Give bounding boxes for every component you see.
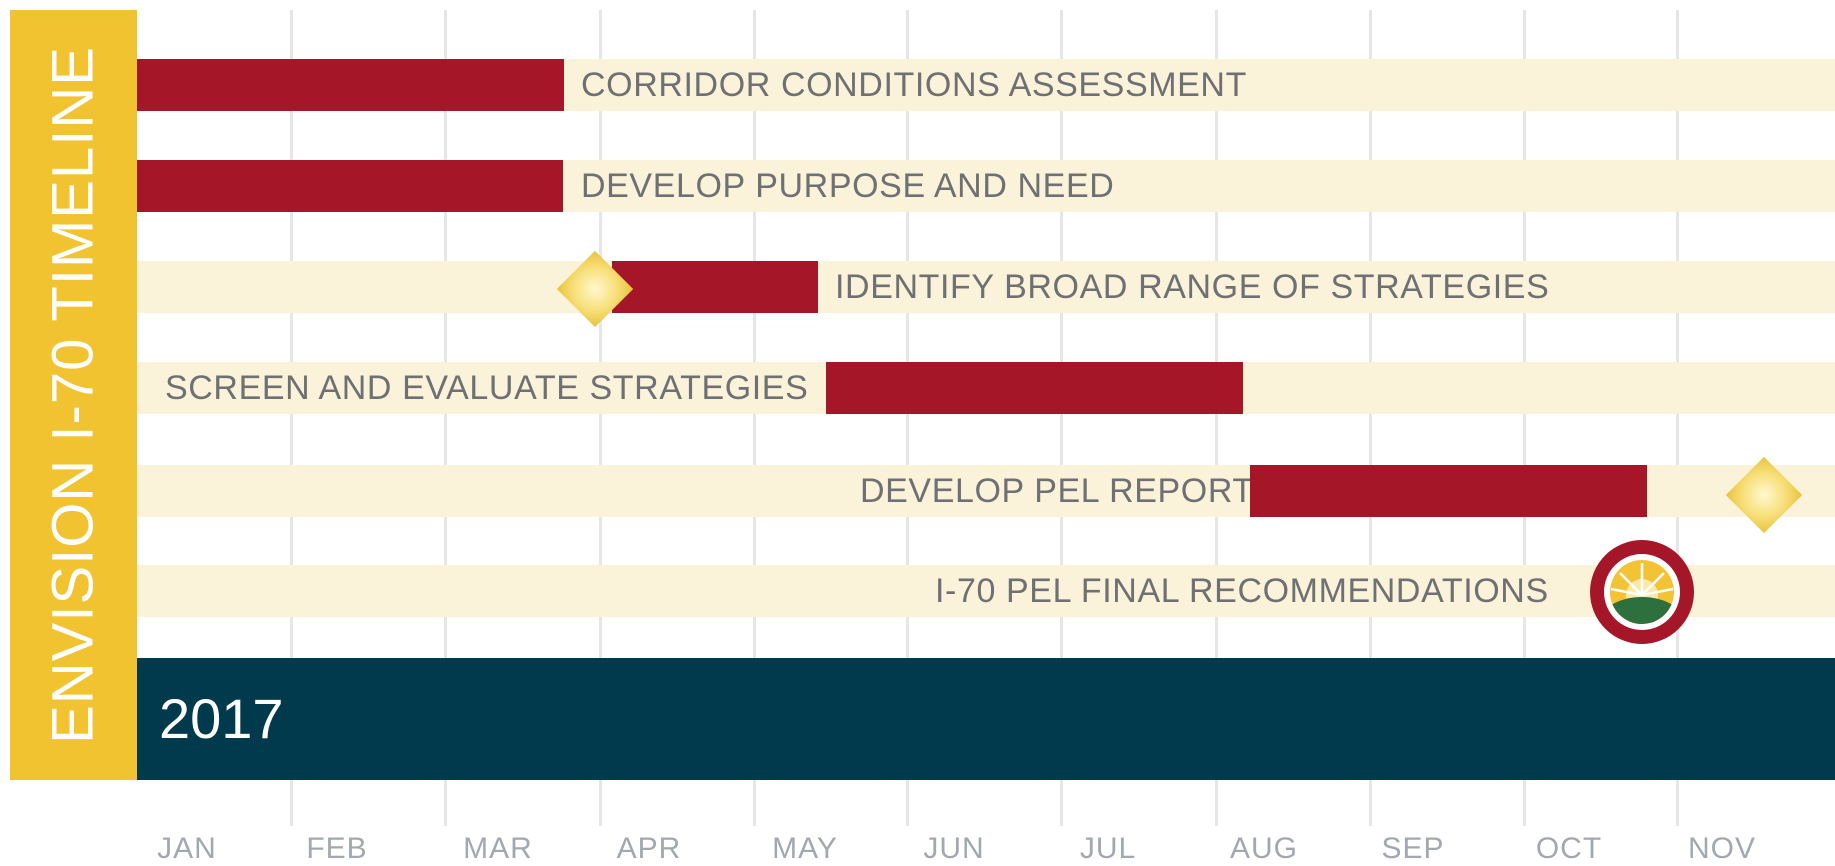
task-label: I-70 PEL FINAL RECOMMENDATIONS bbox=[935, 572, 1549, 610]
gridline bbox=[1060, 10, 1063, 826]
month-label: APR bbox=[616, 832, 682, 865]
month-label: MAY bbox=[772, 832, 838, 865]
gridline bbox=[444, 10, 447, 826]
task-label: DEVELOP PEL REPORT bbox=[860, 472, 1254, 510]
gridline bbox=[1676, 10, 1679, 826]
month-label: JUN bbox=[923, 832, 985, 865]
task-label: DEVELOP PURPOSE AND NEED bbox=[581, 167, 1115, 205]
gridline bbox=[906, 10, 909, 826]
task-label: SCREEN AND EVALUATE STRATEGIES bbox=[165, 369, 809, 407]
month-label: MAR bbox=[463, 832, 533, 865]
gridline bbox=[1215, 10, 1218, 826]
gridline bbox=[599, 10, 602, 826]
month-label: NOV bbox=[1687, 832, 1756, 865]
task-bar bbox=[612, 261, 818, 313]
task-label: IDENTIFY BROAD RANGE OF STRATEGIES bbox=[835, 268, 1550, 306]
task-bar bbox=[826, 362, 1243, 414]
gridline bbox=[1369, 10, 1372, 826]
month-label: JAN bbox=[157, 832, 217, 865]
title-sidebar bbox=[10, 10, 137, 780]
year-band: 2017 bbox=[137, 658, 1835, 780]
gridline bbox=[753, 10, 756, 826]
month-label: OCT bbox=[1535, 832, 1603, 865]
task-bar bbox=[137, 59, 564, 111]
month-label: FEB bbox=[306, 832, 368, 865]
gridline bbox=[290, 10, 293, 826]
task-bar bbox=[137, 160, 563, 212]
row-track bbox=[137, 261, 1835, 313]
year-label: 2017 bbox=[159, 687, 284, 750]
task-bar bbox=[1250, 465, 1647, 517]
page-title: ENVISION I-70 TIMELINE bbox=[40, 46, 106, 744]
month-label: SEP bbox=[1381, 832, 1445, 865]
task-label: CORRIDOR CONDITIONS ASSESSMENT bbox=[581, 66, 1247, 104]
gridline bbox=[1523, 10, 1526, 826]
month-label: JUL bbox=[1079, 832, 1137, 865]
month-label: AUG bbox=[1229, 832, 1298, 865]
final-recommendations-icon bbox=[1590, 540, 1694, 644]
row-track bbox=[137, 565, 1835, 617]
